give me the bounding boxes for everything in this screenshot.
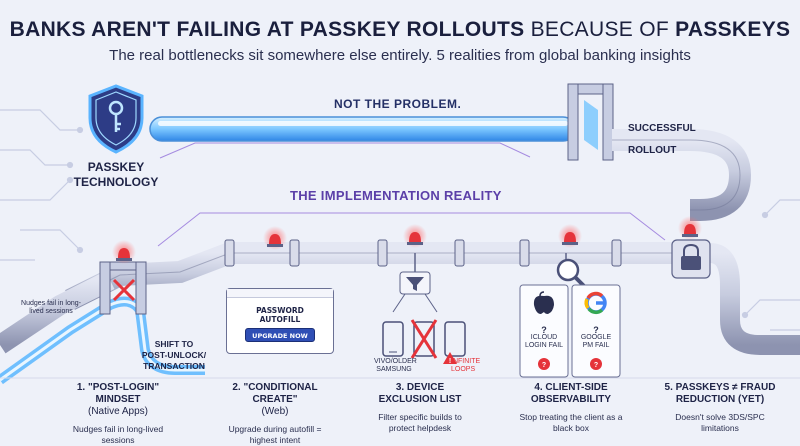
- alert-siren-icon: [558, 224, 582, 248]
- page-subtitle: The real bottlenecks sit somewhere else …: [109, 47, 691, 64]
- alert-siren-icon: [112, 240, 136, 264]
- exit-pipe: [690, 243, 800, 355]
- alert-siren-icon: [403, 224, 427, 248]
- error-icon: ?: [590, 358, 602, 370]
- top-pipe: [149, 116, 576, 142]
- alert-siren-icon: [678, 216, 702, 240]
- warning-icon: !: [443, 352, 457, 365]
- page-title: BANKS AREN'T FAILING AT PASSKEY ROLLOUTS…: [9, 18, 791, 41]
- passkey-technology-label: PASSKEY TECHNOLOGY: [73, 160, 159, 189]
- not-the-problem-label: NOT THE PROBLEM.: [334, 97, 462, 111]
- success-gate-icon: [567, 83, 614, 161]
- successful-label: SUCCESSFUL: [628, 123, 696, 134]
- nudges-note: Nudges fail in long-lived sessions: [21, 300, 81, 315]
- implementation-reality-label: THE IMPLEMENTATION REALITY: [290, 188, 502, 203]
- pipe-joints: [224, 239, 622, 267]
- svg-text:?: ?: [542, 362, 546, 369]
- bracket-line: [159, 142, 531, 159]
- password-autofill-label: PASSWORD AUTOFILL: [256, 306, 304, 324]
- reality-caption-3: 3. DEVICE EXCLUSION LIST Filter specific…: [378, 382, 462, 433]
- phone-icon: [382, 321, 404, 357]
- reality-caption-4: 4. CLIENT-SIDE OBSERVABILITY Stop treati…: [519, 382, 623, 433]
- phone-blocked-icon: [410, 319, 438, 359]
- browser-window: PASSWORD AUTOFILL UPGRADE NOW: [226, 288, 334, 354]
- lock-icon: [671, 239, 711, 279]
- shield-icon: [88, 84, 144, 154]
- svg-text:?: ?: [594, 362, 598, 369]
- shift-label: SHIFT TO POST-UNLOCK/ TRANSACTION: [141, 339, 207, 371]
- apple-icon: [533, 291, 554, 314]
- svg-text:!: !: [449, 358, 451, 365]
- reality-caption-2: 2. "CONDITIONAL CREATE"(Web) Upgrade dur…: [228, 382, 322, 445]
- upgrade-now-button[interactable]: UPGRADE NOW: [245, 328, 315, 342]
- circuit-traces: [0, 109, 800, 331]
- reality-caption-1: 1. "POST-LOGIN" MINDSET(Native Apps) Nud…: [72, 382, 164, 445]
- alert-siren-icon: [263, 226, 287, 250]
- rollout-label: ROLLOUT: [628, 145, 677, 156]
- observability-panels: [519, 284, 621, 378]
- error-icon: ?: [538, 358, 550, 370]
- reality-caption-5: 5. PASSKEYS ≠ FRAUD REDUCTION (Yet) Does…: [664, 382, 776, 433]
- bracket-line-lower: [157, 212, 666, 247]
- blocked-gate-icon: [99, 261, 147, 315]
- magnifier-icon: [556, 253, 587, 289]
- phone-icon: [444, 321, 466, 357]
- funnel-icon: [392, 253, 438, 313]
- google-icon: [584, 291, 607, 315]
